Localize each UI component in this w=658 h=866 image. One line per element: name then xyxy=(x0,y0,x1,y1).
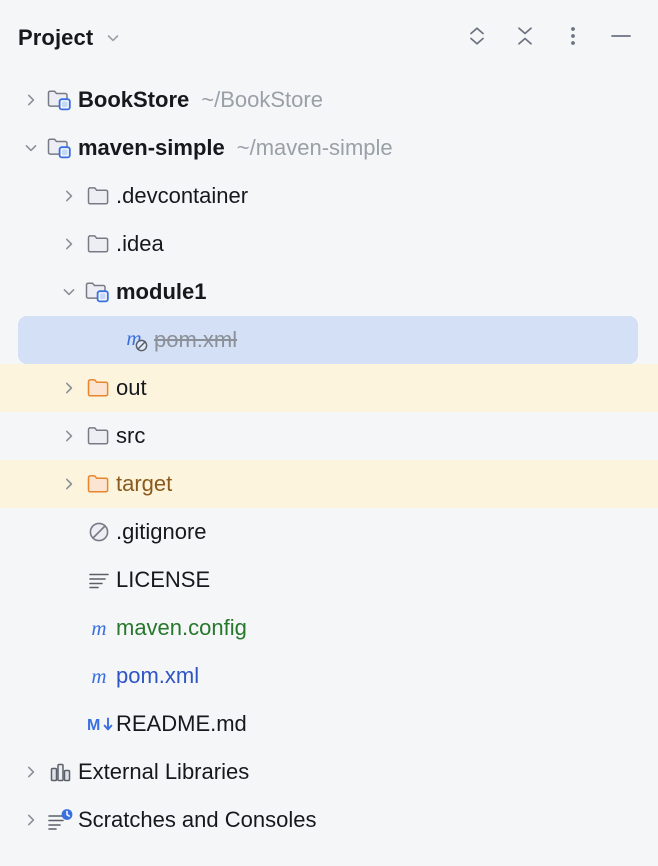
folder-icon xyxy=(82,230,116,258)
tree-row-path: ~/maven-simple xyxy=(236,135,393,160)
tree-row-label: BookStore xyxy=(78,87,190,112)
chevron-down-icon[interactable] xyxy=(104,29,122,47)
tree-row[interactable]: BookStore ~/BookStore xyxy=(0,76,658,124)
svg-text:m: m xyxy=(91,664,106,688)
collapse-all-button[interactable] xyxy=(510,23,540,53)
maven-ignored-icon: m xyxy=(120,325,154,355)
folder-excluded-icon xyxy=(82,374,116,402)
tree-row-label: .devcontainer xyxy=(116,183,249,208)
tree-row-label: README.md xyxy=(116,711,247,736)
minimize-icon xyxy=(608,24,634,53)
chevron-down-icon[interactable] xyxy=(56,284,82,300)
svg-text:M: M xyxy=(87,717,100,734)
folder-icon xyxy=(82,422,116,450)
header-actions xyxy=(462,23,636,53)
tree-row-label: .idea xyxy=(116,231,164,256)
tree-row-label: pom.xml xyxy=(116,663,200,688)
folder-icon xyxy=(82,182,116,210)
tree-row[interactable]: out xyxy=(0,364,658,412)
chevron-down-icon[interactable] xyxy=(18,140,44,156)
more-vertical-icon xyxy=(569,24,577,53)
text-file-icon xyxy=(82,566,116,594)
tree-row-label: Scratches and Consoles xyxy=(78,807,317,832)
tree-row[interactable]: M README.md xyxy=(0,700,658,748)
chevron-right-icon[interactable] xyxy=(56,476,82,492)
tree-row-label: External Libraries xyxy=(78,759,250,784)
tree-row[interactable]: src xyxy=(0,412,658,460)
tree-row[interactable]: .idea xyxy=(0,220,658,268)
tree-row[interactable]: module1 xyxy=(0,268,658,316)
page-title: Project xyxy=(18,25,94,50)
more-options-button[interactable] xyxy=(558,23,588,53)
module-folder-icon xyxy=(44,134,78,162)
scratches-icon xyxy=(44,806,78,834)
tree-row-label: LICENSE xyxy=(116,567,211,592)
libraries-icon xyxy=(44,758,78,786)
collapse-all-icon xyxy=(514,24,536,53)
module-folder-icon xyxy=(44,86,78,114)
chevron-right-icon[interactable] xyxy=(56,188,82,204)
tree-row-label: out xyxy=(116,375,147,400)
chevron-right-icon[interactable] xyxy=(18,812,44,828)
chevron-right-icon[interactable] xyxy=(56,428,82,444)
svg-text:m: m xyxy=(91,616,106,640)
module-folder-icon xyxy=(82,278,116,306)
tree-row-label: target xyxy=(116,471,173,496)
folder-excluded-icon xyxy=(82,470,116,498)
tool-window-header: Project xyxy=(0,0,658,76)
tree-row[interactable]: m maven.config xyxy=(0,604,658,652)
tree-row[interactable]: .gitignore xyxy=(0,508,658,556)
tree-row-label: .gitignore xyxy=(116,519,207,544)
tree-row[interactable]: maven-simple ~/maven-simple xyxy=(0,124,658,172)
chevron-right-icon[interactable] xyxy=(18,92,44,108)
tree-row-label: maven-simple xyxy=(78,135,225,160)
tree-row[interactable]: .devcontainer xyxy=(0,172,658,220)
tree-row[interactable]: m pom.xml xyxy=(0,652,658,700)
chevron-right-icon[interactable] xyxy=(18,764,44,780)
tree-row-label: pom.xml xyxy=(154,327,238,352)
expand-all-button[interactable] xyxy=(462,23,492,53)
hide-button[interactable] xyxy=(606,23,636,53)
tree-row-label: module1 xyxy=(116,279,207,304)
tree-row[interactable]: target xyxy=(0,460,658,508)
expand-all-icon xyxy=(466,24,488,53)
maven-icon: m xyxy=(82,614,116,642)
chevron-right-icon[interactable] xyxy=(56,380,82,396)
markdown-icon: M xyxy=(82,710,116,738)
tree-row[interactable]: Scratches and Consoles xyxy=(0,796,658,844)
chevron-right-icon[interactable] xyxy=(56,236,82,252)
gitignore-icon xyxy=(82,518,116,546)
tree-row-label: src xyxy=(116,423,146,448)
project-tree: BookStore ~/BookStore maven-simple ~/maven-… xyxy=(0,76,658,844)
tree-row[interactable]: External Libraries xyxy=(0,748,658,796)
tree-row-path: ~/BookStore xyxy=(201,87,323,112)
tree-row[interactable]: LICENSE xyxy=(0,556,658,604)
tree-row-label: maven.config xyxy=(116,615,247,640)
maven-icon: m xyxy=(82,662,116,690)
